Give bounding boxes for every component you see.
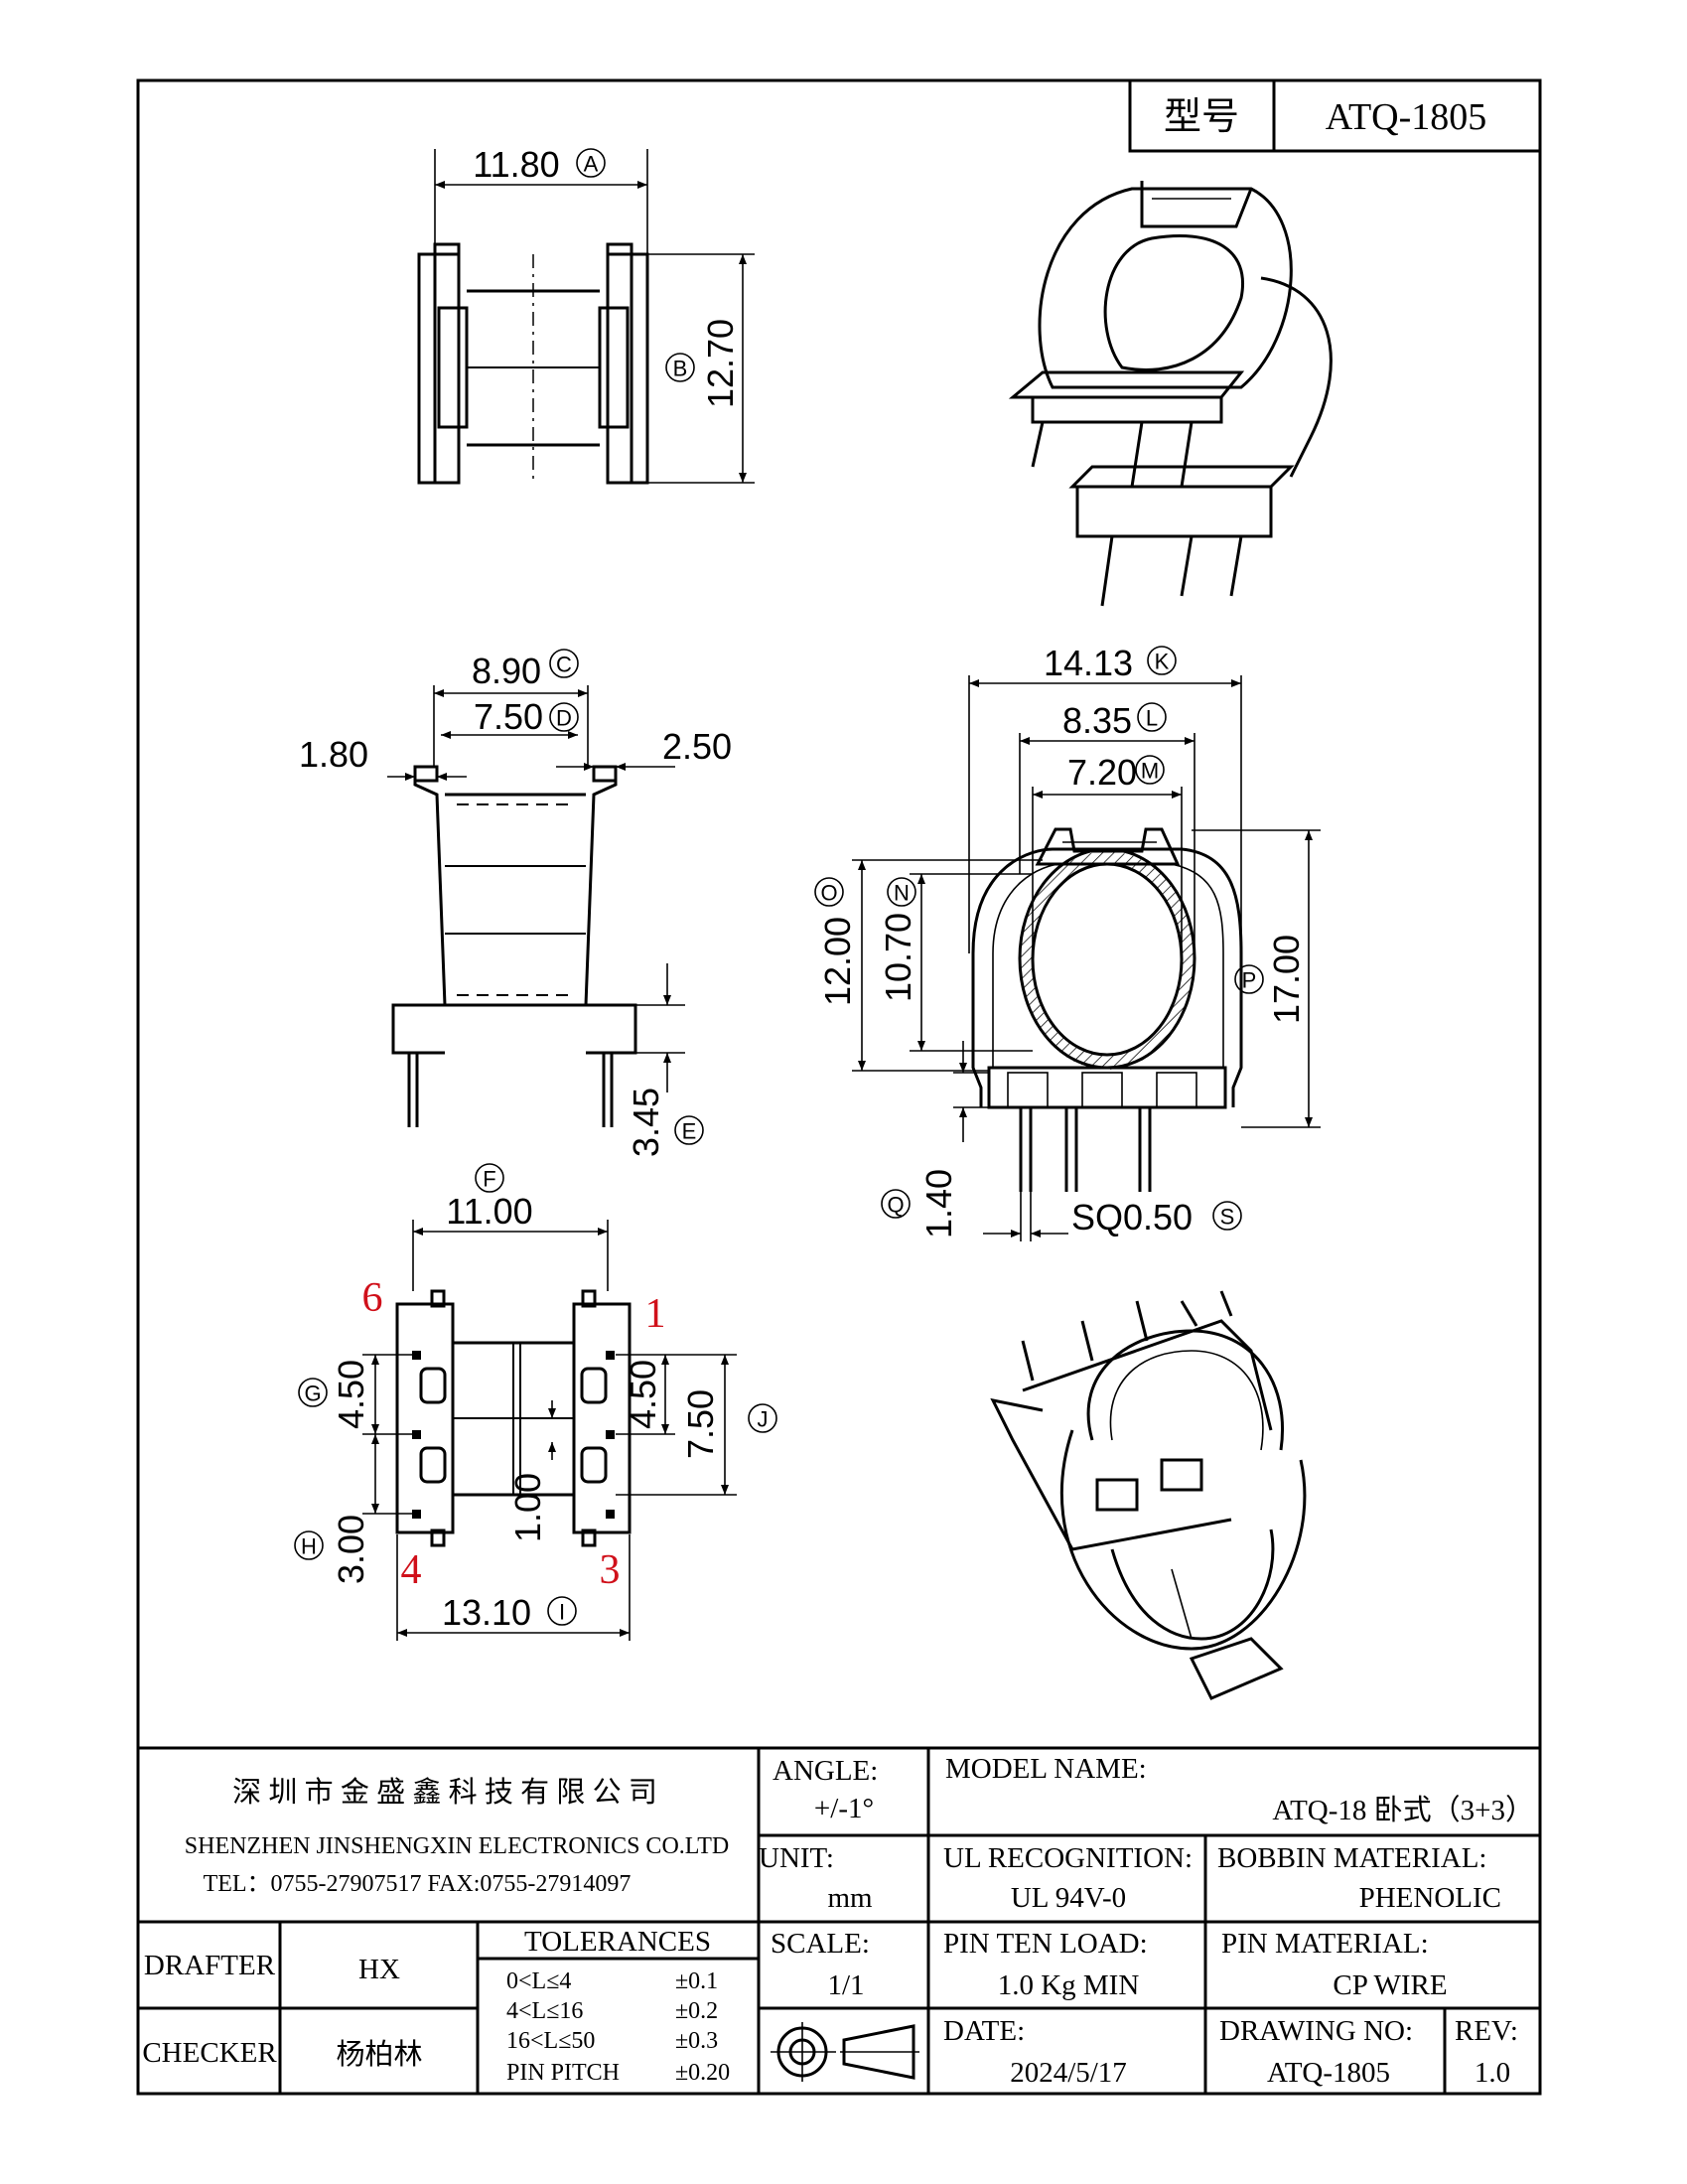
angle-value: +/-1°	[814, 1793, 874, 1824]
model-name-label: MODEL NAME:	[945, 1753, 1147, 1785]
tolerances-title: TOLERANCES	[524, 1926, 711, 1958]
title-block: 深 圳 市 金 盛 鑫 科 技 有 限 公 司 SHENZHEN JINSHEN…	[138, 1746, 1540, 2094]
dim-c-tag: C	[556, 653, 572, 677]
checker-label: CHECKER	[142, 2037, 277, 2069]
dim-q-tag: Q	[887, 1193, 904, 1218]
dim-s-tag: S	[1220, 1205, 1235, 1230]
dim-h-tag: H	[301, 1534, 317, 1559]
dim-k-value: 14.13	[1044, 643, 1133, 683]
model-label: 型号	[1164, 96, 1239, 138]
dim-c-value: 8.90	[472, 651, 541, 691]
pin-material-label: PIN MATERIAL:	[1221, 1928, 1429, 1960]
dim-n-value: 10.70	[878, 913, 918, 1002]
side-view: 8.90 C 7.50 D 1.80 2.50 3.45 E	[299, 649, 732, 1157]
dim-a-value: 11.80	[473, 144, 559, 185]
dim-d-tag: D	[556, 706, 572, 731]
ul-label: UL RECOGNITION:	[943, 1842, 1193, 1874]
model-name-value: ATQ-18 卧式（3+3）	[1272, 1794, 1534, 1826]
dim-left-flange: 1.80	[299, 734, 368, 775]
dim-g-value: 4.50	[331, 1360, 371, 1429]
dim-n-tag: N	[894, 881, 910, 906]
dim-i-tag: I	[559, 1600, 565, 1625]
scale-label: SCALE:	[771, 1928, 870, 1960]
model-header-box: 型号 ATQ-1805	[1128, 78, 1542, 153]
bobbin-material-label: BOBBIN MATERIAL:	[1217, 1842, 1486, 1874]
dim-j2-value: 4.50	[623, 1360, 663, 1429]
drafter-label: DRAFTER	[144, 1950, 276, 1981]
drawing-no-value: ATQ-1805	[1267, 2057, 1390, 2089]
isometric-view-bottom	[990, 1290, 1307, 1700]
dim-e-tag: E	[682, 1119, 697, 1144]
company-name-en: SHENZHEN JINSHENGXIN ELECTRONICS CO.LTD	[185, 1833, 729, 1859]
dim-s-value: SQ0.50	[1071, 1197, 1193, 1238]
dim-l-tag: L	[1146, 706, 1158, 731]
dim-p-value: 17.00	[1266, 935, 1307, 1024]
model-value: ATQ-1805	[1326, 96, 1487, 138]
dim-l-value: 8.35	[1062, 700, 1132, 741]
dim-o-value: 12.00	[817, 917, 858, 1006]
isometric-view-top	[1008, 181, 1333, 607]
pin-number-6: 6	[362, 1275, 383, 1321]
rev-value: 1.0	[1475, 2057, 1510, 2089]
tolerance-value-4: ±0.20	[675, 2060, 730, 2086]
tolerance-range-3: 16<L≤50	[506, 2028, 595, 2054]
tolerance-range-1: 0<L≤4	[506, 1968, 571, 1994]
tolerance-range-2: 4<L≤16	[506, 1998, 583, 2024]
drafter-value: HX	[358, 1954, 400, 1985]
dim-e-value: 3.45	[626, 1088, 666, 1157]
dim-p-tag: P	[1242, 968, 1257, 993]
company-contact: TEL：0755-27907517 FAX:0755-27914097	[204, 1871, 632, 1897]
ul-value: UL 94V-0	[1011, 1882, 1126, 1914]
unit-value: mm	[827, 1882, 873, 1914]
tolerance-value-2: ±0.2	[675, 1998, 718, 2024]
pin-number-4: 4	[401, 1547, 422, 1593]
checker-value: 杨柏林	[336, 2038, 422, 2071]
bottom-view: 6 1 4 3 11.00 F 4.50 G 3.00 H 13.10 I	[294, 1163, 777, 1641]
dim-j-tag: J	[758, 1407, 769, 1432]
dim-a-tag: A	[584, 152, 599, 177]
date-label: DATE:	[943, 2015, 1025, 2047]
dim-j-value: 7.50	[680, 1389, 721, 1459]
dim-o-tag: O	[820, 881, 837, 906]
pin-ten-load-label: PIN TEN LOAD:	[943, 1928, 1148, 1960]
dim-q-value: 1.40	[918, 1169, 959, 1238]
pin-ten-load-value: 1.0 Kg MIN	[998, 1969, 1140, 2001]
dim-i-value: 13.10	[442, 1592, 531, 1633]
pin-number-1: 1	[645, 1291, 666, 1337]
tolerance-value-3: ±0.3	[675, 2028, 718, 2054]
drawing-border	[136, 78, 1542, 2096]
dim-m-tag: M	[1141, 759, 1159, 784]
angle-label: ANGLE:	[773, 1755, 878, 1787]
unit-label: UNIT:	[759, 1842, 834, 1874]
drawing-no-label: DRAWING NO:	[1219, 2015, 1413, 2047]
dim-h-value: 3.00	[331, 1515, 371, 1584]
bobbin-material-value: PHENOLIC	[1359, 1882, 1501, 1914]
dim-slot-value: 1.00	[507, 1473, 548, 1542]
dim-g-tag: G	[304, 1382, 321, 1406]
tolerance-value-1: ±0.1	[675, 1968, 718, 1994]
dim-right-flange: 2.50	[662, 726, 732, 767]
dim-m-value: 7.20	[1067, 752, 1137, 793]
projection-symbol	[771, 2022, 919, 2082]
dim-b-tag: B	[673, 357, 688, 381]
scale-value: 1/1	[827, 1969, 864, 2001]
company-name-cn: 深 圳 市 金 盛 鑫 科 技 有 限 公 司	[232, 1776, 657, 1809]
tolerance-range-4: PIN PITCH	[506, 2060, 620, 2086]
dim-d-value: 7.50	[474, 696, 543, 737]
date-value: 2024/5/17	[1010, 2057, 1127, 2089]
pin-material-value: CP WIRE	[1333, 1969, 1447, 2001]
rev-label: REV:	[1455, 2015, 1518, 2047]
top-view: 11.80 A 12.70 B	[417, 144, 755, 485]
dim-f-tag: F	[483, 1167, 495, 1192]
dim-f-value: 11.00	[446, 1191, 532, 1232]
dim-k-tag: K	[1155, 650, 1170, 674]
pin-number-3: 3	[600, 1547, 621, 1593]
front-view: 14.13 K 8.35 L 7.20 M 12.00 O 10.70 N	[814, 643, 1321, 1241]
dim-b-value: 12.70	[700, 319, 741, 408]
